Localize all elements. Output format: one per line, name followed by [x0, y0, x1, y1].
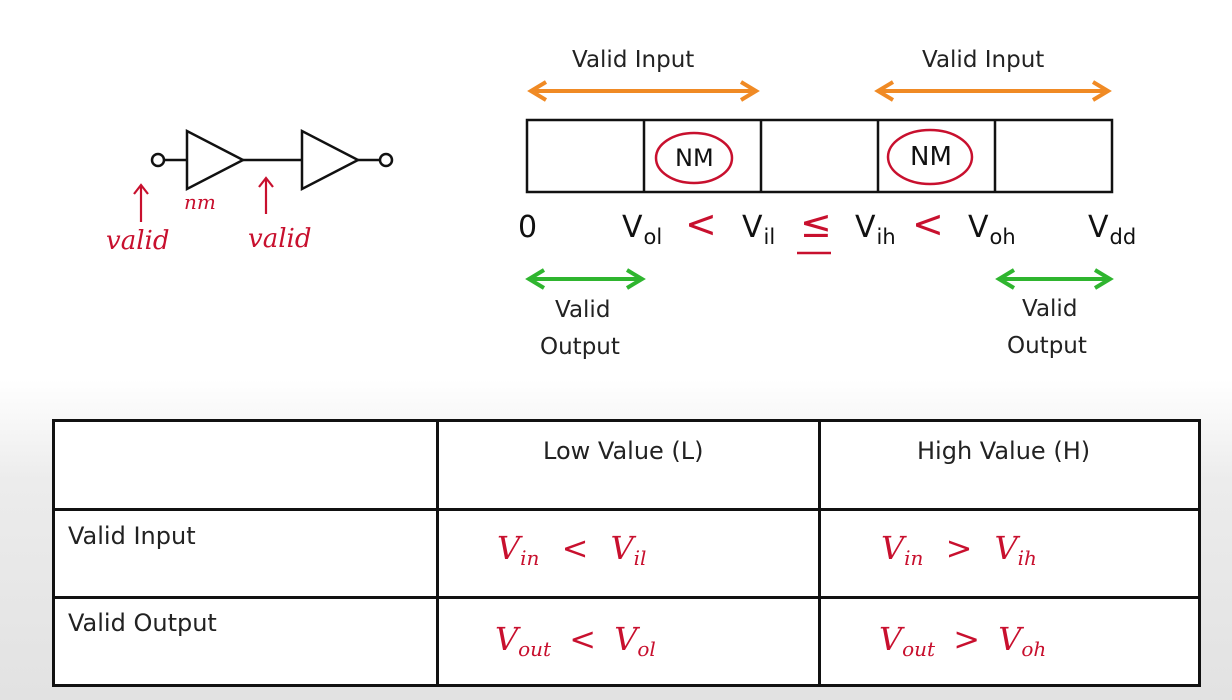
relation-vol-vil: <: [685, 202, 717, 246]
voltage-bar: [525, 118, 1114, 194]
point-vdd-main: V: [1088, 210, 1109, 245]
point-vil-sub: il: [763, 225, 776, 249]
relation-vih-voh: <: [912, 202, 944, 246]
point-vil: Vil: [742, 210, 775, 249]
expr-rhs: V: [998, 620, 1022, 658]
expr-rhs-sub: ol: [637, 637, 656, 661]
annotation-arrow-2: [258, 176, 274, 214]
point-zero: 0: [518, 210, 537, 245]
expr-valid-output-high: Vout > Voh: [879, 620, 1046, 661]
valid-output-right-line2: Output: [1007, 333, 1087, 359]
valid-output-left-line2: Output: [540, 334, 620, 360]
valid-output-arrow-right: [995, 268, 1114, 290]
row-label-valid-output: Valid Output: [68, 609, 217, 637]
expr-operator: <: [561, 529, 589, 567]
output-terminal: [378, 152, 394, 168]
expr-lhs-sub: in: [904, 546, 924, 570]
expr-valid-input-low: Vin < Vil: [497, 529, 646, 570]
expr-rhs: V: [994, 529, 1018, 567]
point-zero-main: 0: [518, 210, 538, 245]
point-vih-sub: ih: [876, 225, 896, 249]
valid-input-arrow-right: [874, 80, 1112, 102]
expr-rhs-sub: oh: [1021, 637, 1047, 661]
point-vih: Vih: [855, 210, 896, 249]
label-noise-margin: nm: [184, 190, 216, 214]
valid-input-label-right: Valid Input: [922, 47, 1045, 73]
point-voh-main: V: [968, 210, 989, 245]
column-divider-2: [818, 422, 821, 684]
valid-input-label-left: Valid Input: [572, 47, 695, 73]
point-voh: Voh: [968, 210, 1016, 249]
point-vol-main: V: [622, 210, 643, 245]
point-vdd: Vdd: [1088, 210, 1136, 249]
point-vih-main: V: [855, 210, 876, 245]
row-divider-1: [55, 508, 1198, 511]
row-divider-2: [55, 596, 1198, 599]
expr-valid-output-low: Vout < Vol: [495, 620, 656, 661]
header-low-value: Low Value (L): [543, 437, 704, 465]
label-valid-input: valid: [106, 226, 170, 256]
expr-operator: <: [569, 620, 597, 658]
expr-operator: >: [953, 620, 981, 658]
expr-rhs-sub: il: [633, 546, 647, 570]
buffer-gate-2: [300, 128, 361, 192]
expr-lhs: V: [495, 620, 519, 658]
point-vdd-sub: dd: [1109, 225, 1137, 249]
valid-output-arrow-left: [525, 268, 646, 290]
expr-lhs-sub: out: [518, 637, 552, 661]
expr-lhs-sub: in: [520, 546, 540, 570]
nm-circle-left: [654, 131, 734, 185]
nm-circle-right: [886, 128, 974, 186]
column-divider-1: [436, 422, 439, 684]
voltage-levels-table: Low Value (L) High Value (H) Valid Input…: [52, 419, 1201, 687]
nm-box-left: NM: [675, 144, 714, 172]
header-high-value: High Value (H): [917, 437, 1091, 465]
point-voh-sub: oh: [989, 225, 1016, 249]
expr-operator: >: [945, 529, 973, 567]
row-label-valid-input: Valid Input: [68, 522, 196, 550]
expr-lhs: V: [879, 620, 903, 658]
expr-rhs: V: [610, 529, 634, 567]
expr-lhs-sub: out: [902, 637, 936, 661]
input-terminal: [150, 152, 166, 168]
relation-vil-vih: ≤: [800, 202, 832, 246]
annotation-arrow-1: [133, 183, 149, 222]
point-vol-sub: ol: [643, 225, 663, 249]
valid-output-right-line1: Valid: [1022, 296, 1078, 322]
label-valid-middle: valid: [248, 224, 312, 254]
expr-lhs: V: [497, 529, 521, 567]
nm-box-right: NM: [910, 142, 952, 172]
point-vol: Vol: [622, 210, 662, 249]
expr-valid-input-high: Vin > Vih: [881, 529, 1037, 570]
expr-rhs-sub: ih: [1017, 546, 1037, 570]
expr-rhs: V: [614, 620, 638, 658]
buffer-gate-1: [185, 128, 246, 192]
valid-output-left-line1: Valid: [555, 297, 611, 323]
point-vil-main: V: [742, 210, 763, 245]
valid-input-arrow-left: [527, 80, 760, 102]
expr-lhs: V: [881, 529, 905, 567]
